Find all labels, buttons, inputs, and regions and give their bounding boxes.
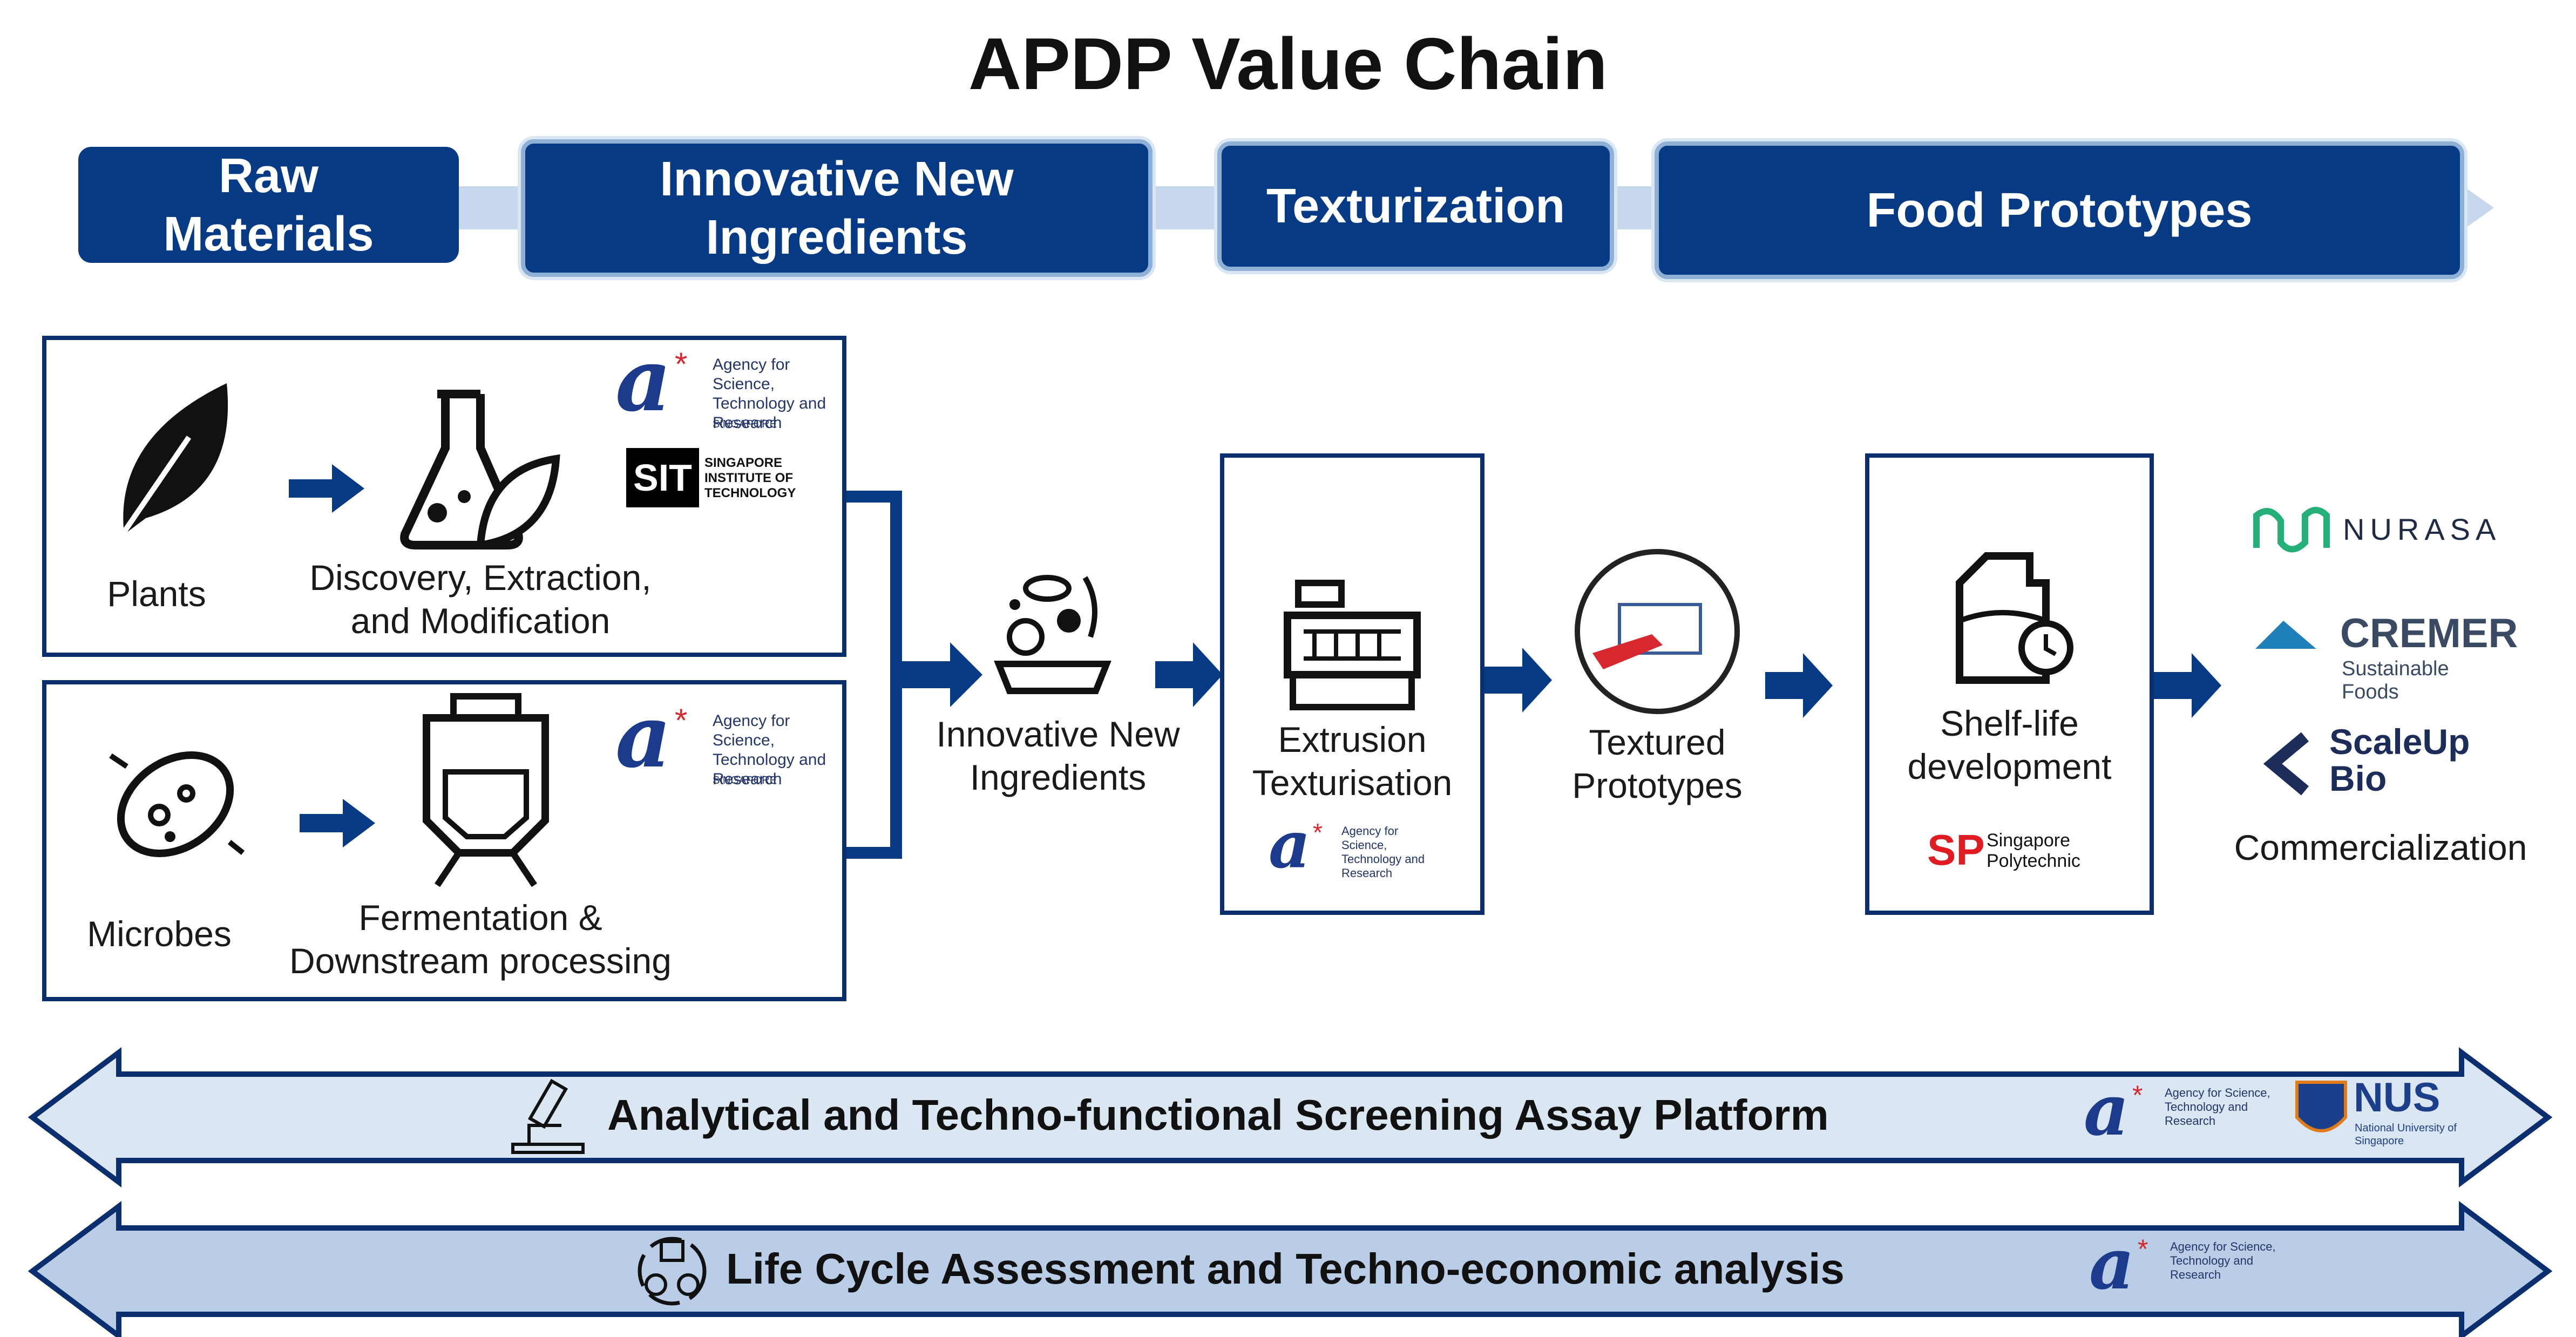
stage-raw-materials-label: Raw Materials [163, 148, 374, 261]
arrow-icon [289, 464, 364, 513]
shelf-life-box [1865, 453, 2154, 915]
astar-logo: a * Agency for Science, Technology and R… [2084, 1069, 2289, 1155]
nus-crest-icon [2295, 1081, 2347, 1132]
discovery-label: Discovery, Extraction, and Modification [309, 558, 652, 641]
cremer-mark-icon [2251, 621, 2321, 654]
stage-innovative-ingredients-label: Innovative New Ingredients [660, 152, 1014, 264]
page-title: APDP Value Chain [968, 23, 1608, 105]
astar-text: Agency for Science, Technology and Resea… [713, 712, 826, 788]
astar-country: SINGAPORE [713, 418, 777, 430]
scaleup-logo: ScaleUp Bio [2256, 723, 2483, 804]
ingredients-icon [994, 575, 1111, 694]
fermenter-icon [423, 693, 549, 887]
scaleup-mark-icon [2263, 732, 2309, 796]
sp-text: Singapore Polytechnic [1987, 830, 2080, 871]
fermentation-label: Fermentation & Downstream processing [289, 898, 672, 981]
flask-leaf-icon [400, 390, 560, 550]
plants-box [42, 336, 846, 657]
astar-logo: a * Agency for Science, Technology and R… [2089, 1223, 2294, 1309]
nurasa-logo: NURASA [2251, 502, 2496, 556]
extrusion-label: Extrusion Texturisation [1252, 720, 1453, 803]
sp-mark: SP [1927, 826, 1985, 874]
lca-band-label: Life Cycle Assessment and Techno-economi… [726, 1245, 1845, 1293]
cremer-logo: CREMER Sustainable Foods [2246, 610, 2518, 703]
stage-food-prototypes-label: Food Prototypes [1866, 183, 2253, 237]
stage-texturization: Texturization [1217, 141, 1614, 271]
microbe-icon [109, 751, 245, 857]
stage-innovative-ingredients: Innovative New Ingredients [521, 139, 1153, 277]
astar-logo: a * Agency for Science, Technology and R… [615, 329, 831, 432]
milk-carton-icon [1956, 552, 2073, 684]
plants-label: Plants [107, 574, 206, 614]
arrow-icon [300, 799, 375, 847]
sp-logo: SP Singapore Polytechnic [1927, 826, 2105, 874]
stage-raw-materials: Raw Materials [78, 147, 459, 263]
ingredients-label: Innovative New Ingredients [936, 714, 1180, 797]
lifecycle-icon [638, 1237, 707, 1306]
stage-food-prototypes: Food Prototypes [1655, 141, 2464, 279]
astar-logo: a * Agency for Science, Technology and R… [615, 686, 831, 788]
textured-label: Textured Prototypes [1572, 722, 1743, 805]
textured-prototype-icon [1575, 549, 1740, 714]
microbes-label: Microbes [87, 914, 232, 954]
cremer-sub: Sustainable Foods [2342, 657, 2449, 703]
microscope-icon [511, 1078, 585, 1154]
scaleup-text: ScaleUp Bio [2329, 722, 2470, 798]
extrusion-box [1220, 453, 1484, 915]
sit-logo: SIT SINGAPORE INSTITUTE OF TECHNOLOGY [626, 448, 799, 507]
astar-text: Agency for Science, Technology and Resea… [1341, 824, 1425, 880]
astar-text: Agency for Science, Technology and Resea… [713, 356, 826, 432]
sit-text: SINGAPORE INSTITUTE OF TECHNOLOGY [704, 456, 796, 500]
astar-country: SINGAPORE [713, 775, 777, 786]
nus-text: NUS [2354, 1075, 2441, 1121]
stage-texturization-label: Texturization [1266, 179, 1565, 233]
cremer-text: CREMER [2340, 610, 2518, 656]
nus-logo: NUS National University of Singapore [2294, 1074, 2467, 1155]
nurasa-text: NURASA [2343, 512, 2502, 546]
nus-sub: National University of Singapore [2355, 1122, 2457, 1147]
nurasa-mark-icon [2253, 507, 2330, 553]
analytical-band-label: Analytical and Techno-functional Screeni… [607, 1091, 1829, 1139]
commercialization-label: Commercialization [2234, 827, 2527, 867]
shelf-life-label: Shelf-life development [1907, 703, 2112, 786]
sit-mark: SIT [626, 448, 699, 507]
leaf-icon [116, 383, 228, 541]
astar-logo: a * Agency for Science, Technology and R… [1269, 807, 1431, 883]
astar-text: Agency for Science, Technology and Resea… [2165, 1086, 2270, 1128]
astar-text: Agency for Science, Technology and Resea… [2170, 1240, 2276, 1281]
extruder-icon [1284, 580, 1421, 710]
